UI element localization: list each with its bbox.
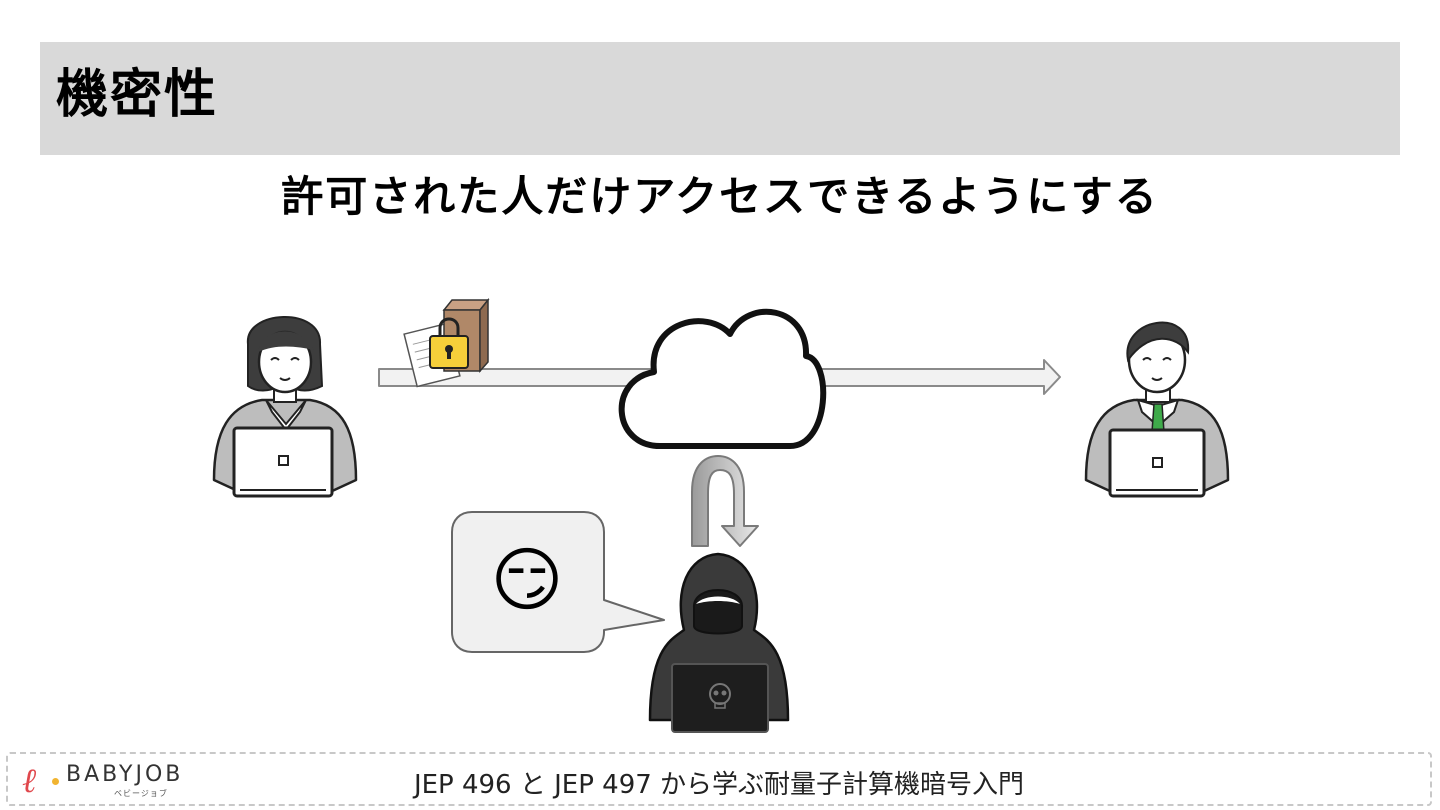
footer-title: JEP 496 と JEP 497 から学ぶ耐量子計算機暗号入門 — [8, 764, 1430, 801]
receiver-man-icon — [1086, 323, 1228, 496]
footer: ℓ BABYJOB ベビージョブ JEP 496 と JEP 497 から学ぶ耐… — [6, 752, 1432, 806]
attacker-speech-bubble: 😏 — [452, 512, 664, 652]
cloud-icon — [622, 312, 824, 446]
hacker-icon — [650, 554, 788, 732]
smirk-emoji-icon: 😏 — [491, 539, 564, 621]
confidentiality-diagram: 😏 — [0, 0, 1440, 750]
intercept-arrow-icon — [692, 456, 758, 546]
sender-woman-icon — [214, 317, 356, 496]
